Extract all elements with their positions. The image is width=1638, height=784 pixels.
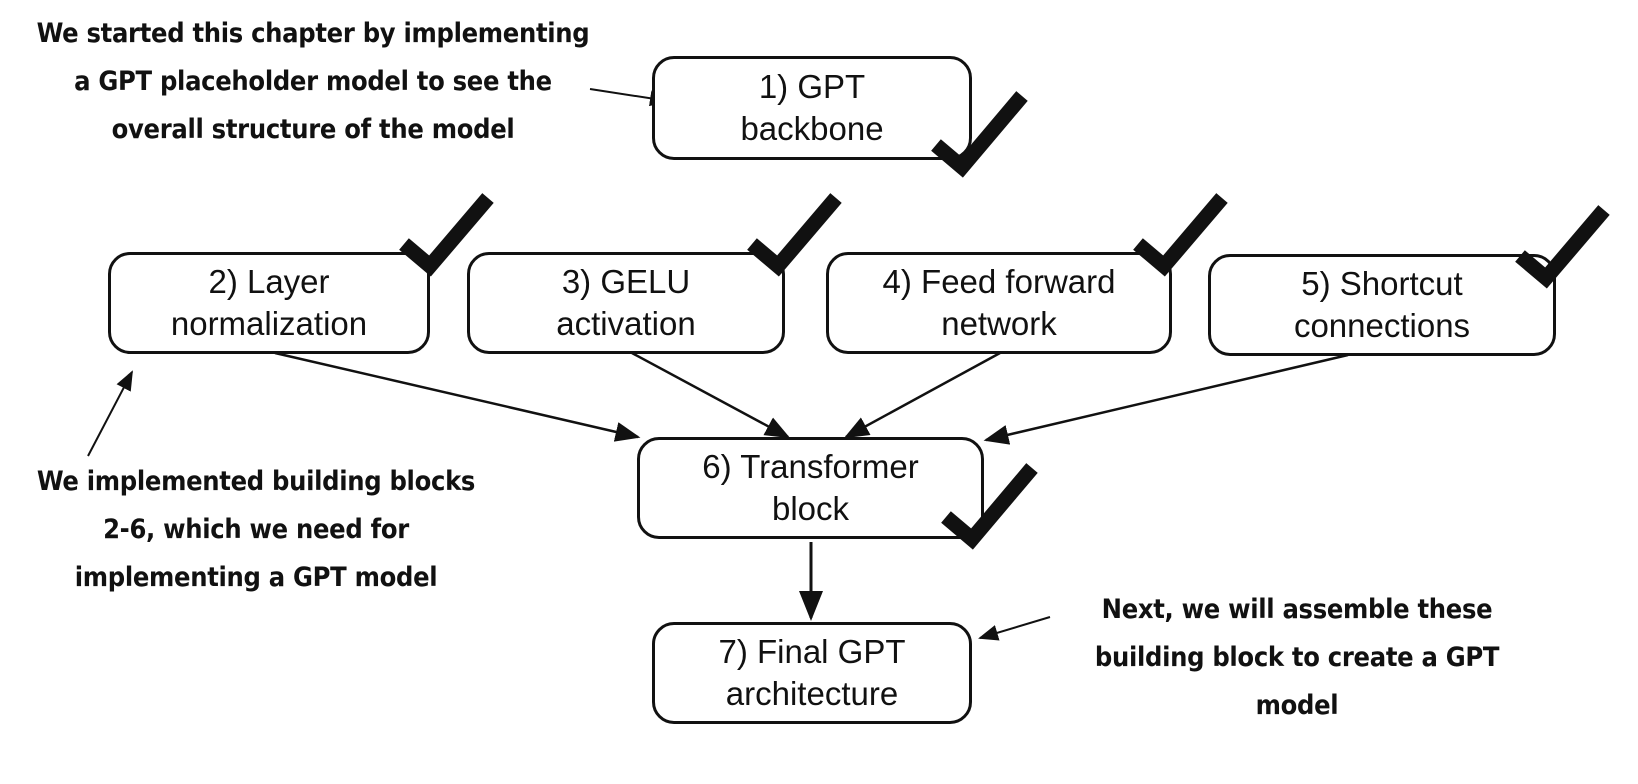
annotation-bottom-right: Next, we will assemble these building bl…	[1062, 586, 1532, 730]
feed-forward-network-box: 4) Feed forward network	[826, 252, 1172, 354]
transformer-block-box: 6) Transformer block	[637, 437, 984, 539]
annotation-top-left-line: overall structure of the model	[111, 114, 515, 145]
arrow-shortcut-to-transformer	[983, 353, 1349, 445]
final-gpt-architecture-line2: architecture	[725, 675, 899, 712]
annotation-bottom-right-line: Next, we will assemble these	[1101, 594, 1493, 625]
annotation-bottom-right-line: model	[1255, 690, 1339, 721]
check-icon	[399, 193, 494, 277]
transformer-block-line1: 6) Transformer	[702, 447, 919, 485]
final-gpt-architecture-line1: 7) Final GPT	[718, 632, 906, 670]
check-icon	[747, 193, 842, 277]
transformer-block-line2: block	[771, 490, 850, 527]
annotation-top-left-line: a GPT placeholder model to see the	[74, 66, 552, 97]
final-gpt-architecture-box: 7) Final GPT architecture	[652, 622, 972, 724]
check-icon	[931, 91, 1028, 178]
layer-normalization-box: 2) Layer normalization	[108, 252, 430, 354]
arrow-note-left-to-layer-norm	[87, 370, 133, 457]
annotation-bottom-left-line: We implemented building blocks	[36, 466, 476, 497]
gpt-backbone-line1: 1) GPT	[758, 67, 866, 105]
shortcut-connections-box: 5) Shortcut connections	[1208, 254, 1556, 356]
gpt-backbone-box: 1) GPT backbone	[652, 56, 972, 160]
annotation-top-left-line: We started this chapter by implementing	[36, 18, 590, 49]
arrow-note-right-to-final	[978, 616, 1051, 641]
annotation-top-left: We started this chapter by implementing …	[8, 10, 618, 154]
feed-forward-network-line2: network	[941, 305, 1057, 342]
annotation-bottom-left-line: implementing a GPT model	[74, 562, 438, 593]
gelu-activation-line2: activation	[556, 305, 696, 342]
layer-normalization-line1: 2) Layer	[208, 262, 330, 300]
annotation-bottom-left-line: 2-6, which we need for	[103, 514, 409, 545]
layer-normalization-line2: normalization	[170, 305, 368, 342]
annotation-bottom-right-line: building block to create a GPT	[1094, 642, 1500, 673]
arrow-feed-forward-to-transformer	[843, 351, 1001, 439]
gelu-activation-line1: 3) GELU	[561, 262, 691, 300]
arrow-layer-norm-to-transformer	[274, 351, 641, 442]
gpt-backbone-line2: backbone	[740, 110, 884, 147]
shortcut-connections-line1: 5) Shortcut	[1301, 264, 1463, 302]
arrow-gelu-to-transformer	[631, 351, 791, 439]
check-icon	[941, 463, 1038, 550]
feed-forward-network-line1: 4) Feed forward	[882, 262, 1116, 300]
gelu-activation-box: 3) GELU activation	[467, 252, 785, 354]
check-icon	[1133, 193, 1228, 277]
shortcut-connections-line2: connections	[1293, 307, 1471, 344]
check-icon	[1515, 205, 1610, 289]
annotation-bottom-left: We implemented building blocks 2-6, whic…	[6, 458, 506, 602]
